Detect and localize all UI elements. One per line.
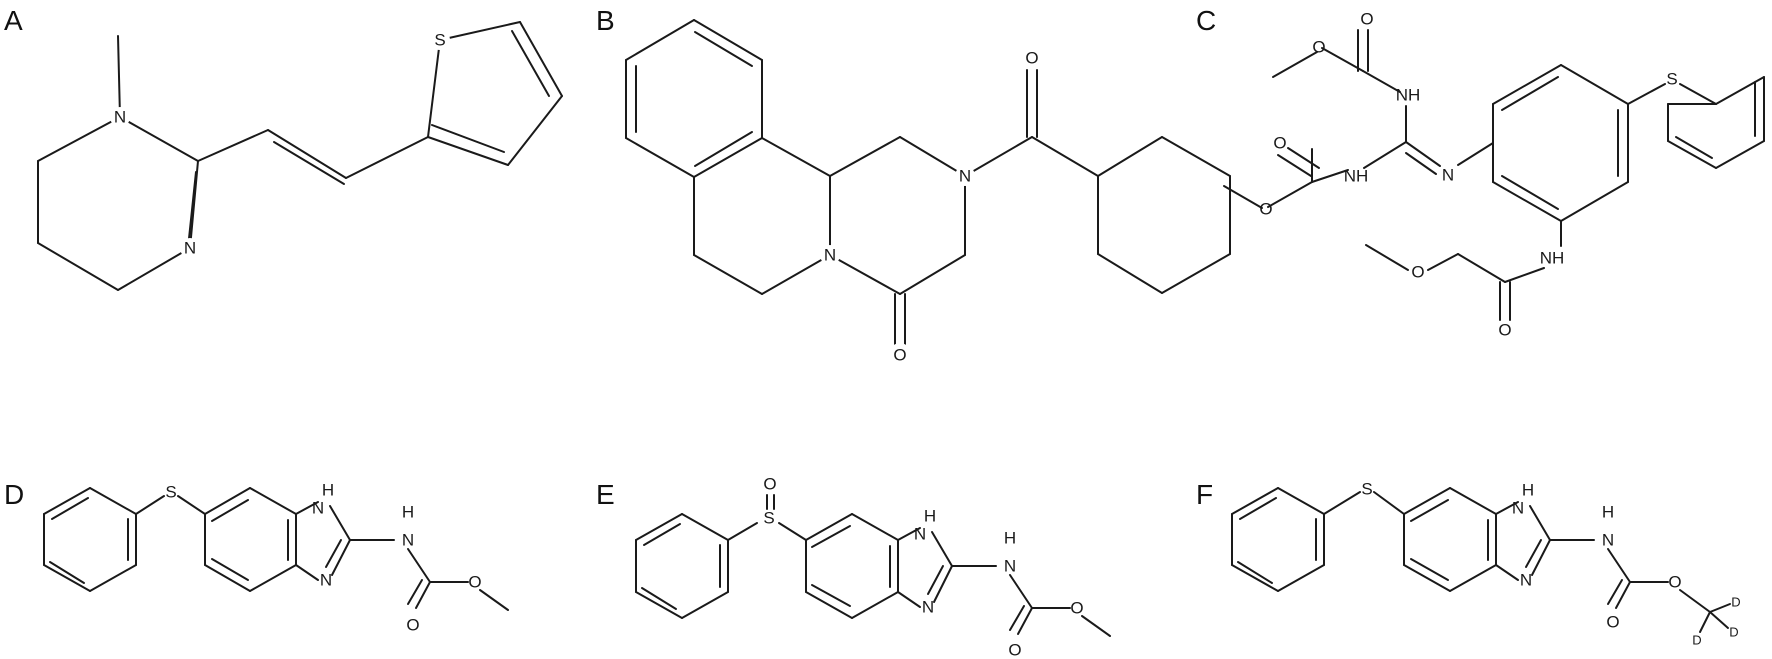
atom-s-c: S xyxy=(1666,70,1677,89)
atom-o-e0: O xyxy=(763,475,776,494)
atom-n-d3: N xyxy=(320,571,332,590)
atom-o-c1: O xyxy=(1360,10,1373,29)
panel-f: F xyxy=(1196,479,1741,648)
atom-nh-c2: NH xyxy=(1344,167,1369,186)
atom-o-b1: O xyxy=(1025,49,1038,68)
atom-s-e: S xyxy=(763,509,774,528)
atom-o-e1: O xyxy=(1008,641,1021,659)
panel-label-c: C xyxy=(1196,5,1216,36)
atom-nh-c1: NH xyxy=(1396,86,1421,105)
atom-s-a: S xyxy=(434,31,445,50)
panel-label-d: D xyxy=(4,479,24,510)
atom-d-f1: D xyxy=(1731,595,1740,610)
panel-label-e: E xyxy=(596,479,615,510)
atom-n-f3: N xyxy=(1520,571,1532,590)
molecule-b-bonds xyxy=(625,19,1231,353)
atom-n-b2: N xyxy=(824,246,836,265)
atom-o-c2: O xyxy=(1312,38,1325,57)
atom-s-d: S xyxy=(165,483,176,502)
atom-n-c3: N xyxy=(1442,166,1454,185)
atom-n-b1: N xyxy=(959,167,971,186)
atom-d-f3: D xyxy=(1692,633,1701,648)
panel-label-f: F xyxy=(1196,479,1213,510)
atom-n-e2: N xyxy=(1004,557,1016,576)
atom-o-f2: O xyxy=(1668,573,1681,592)
atom-h-d1: H xyxy=(322,481,334,500)
atom-h-d2: H xyxy=(402,503,414,522)
atom-o-c4: O xyxy=(1259,200,1272,219)
molecule-a-bonds xyxy=(37,21,563,291)
atom-n-e1: N xyxy=(914,525,926,544)
atom-h-e1: H xyxy=(924,507,936,526)
atom-n-f1: N xyxy=(1512,499,1524,518)
atom-h-f1: H xyxy=(1522,481,1534,500)
atom-o-e2: O xyxy=(1070,599,1083,618)
atom-d-f2: D xyxy=(1729,625,1738,640)
panel-d: D xyxy=(4,479,509,635)
molecule-d-bonds xyxy=(43,487,509,611)
panel-label-b: B xyxy=(596,5,615,36)
atom-o-c3: O xyxy=(1273,134,1286,153)
panel-b: B xyxy=(596,5,1231,365)
atom-h-f2: H xyxy=(1602,503,1614,522)
atom-s-f: S xyxy=(1361,480,1372,499)
atom-n-d2: N xyxy=(402,531,414,550)
panel-label-a: A xyxy=(4,5,23,36)
atom-o-d1: O xyxy=(406,616,419,635)
atom-h-e2: H xyxy=(1004,529,1016,548)
molecule-f-bonds xyxy=(1231,487,1731,633)
atom-o-b2: O xyxy=(893,346,906,365)
atom-o-f1: O xyxy=(1606,613,1619,632)
atom-o-d2: O xyxy=(468,573,481,592)
atom-nh-c3: NH xyxy=(1540,249,1565,268)
atom-n-a2: N xyxy=(184,239,196,258)
panel-c: C xyxy=(1196,5,1765,340)
panel-e: E xyxy=(596,475,1111,659)
panel-a: A N N S xyxy=(4,5,563,291)
atom-n-d1: N xyxy=(312,499,324,518)
molecule-c-bonds xyxy=(1223,29,1765,321)
molecule-e-bonds xyxy=(635,494,1111,637)
atom-n-a1: N xyxy=(114,108,126,127)
atom-o-c5: O xyxy=(1411,263,1424,282)
atom-n-f2: N xyxy=(1602,531,1614,550)
atom-o-c6: O xyxy=(1498,321,1511,340)
atom-n-e3: N xyxy=(922,598,934,617)
